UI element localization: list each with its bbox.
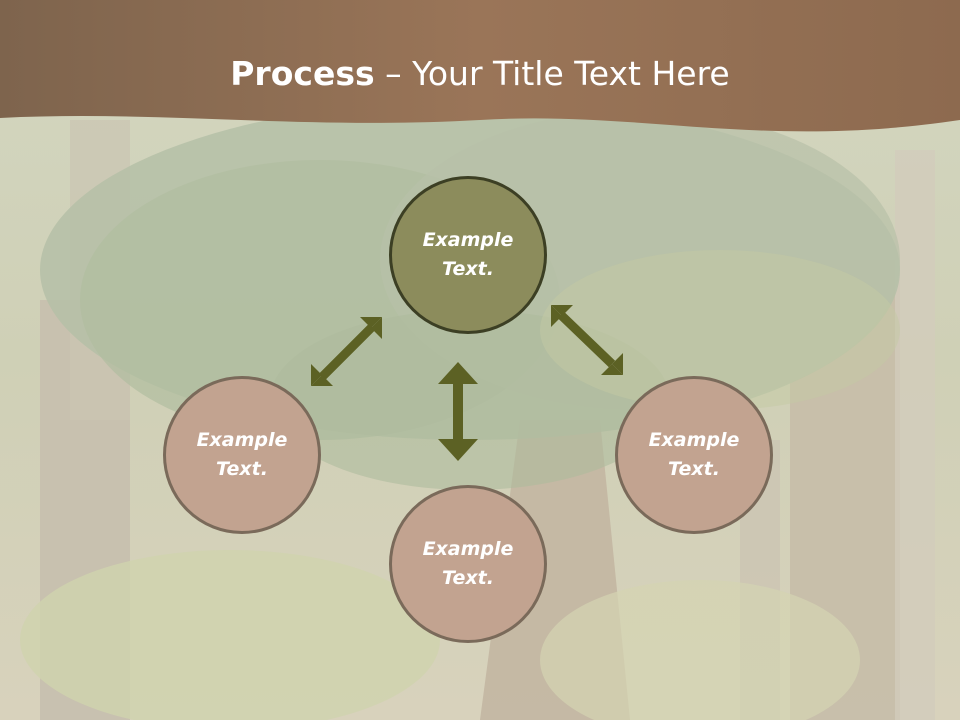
title-bold: Process bbox=[230, 54, 375, 93]
title-rest: – Your Title Text Here bbox=[374, 54, 730, 93]
process-node-left[interactable]: Example Text. bbox=[163, 376, 321, 534]
double-arrow-left-icon bbox=[311, 317, 382, 386]
process-node-right[interactable]: Example Text. bbox=[615, 376, 773, 534]
process-node-bottom[interactable]: Example Text. bbox=[389, 485, 547, 643]
double-arrow-vertical-icon bbox=[438, 362, 478, 461]
process-node-right-label: Example Text. bbox=[648, 429, 740, 480]
process-node-top[interactable]: Example Text. bbox=[389, 176, 547, 334]
page-title: Process – Your Title Text Here bbox=[0, 52, 960, 96]
process-node-top-label: Example Text. bbox=[422, 229, 514, 280]
process-node-left-label: Example Text. bbox=[196, 429, 288, 480]
process-node-bottom-label: Example Text. bbox=[422, 538, 514, 589]
double-arrow-right-icon bbox=[551, 305, 623, 375]
